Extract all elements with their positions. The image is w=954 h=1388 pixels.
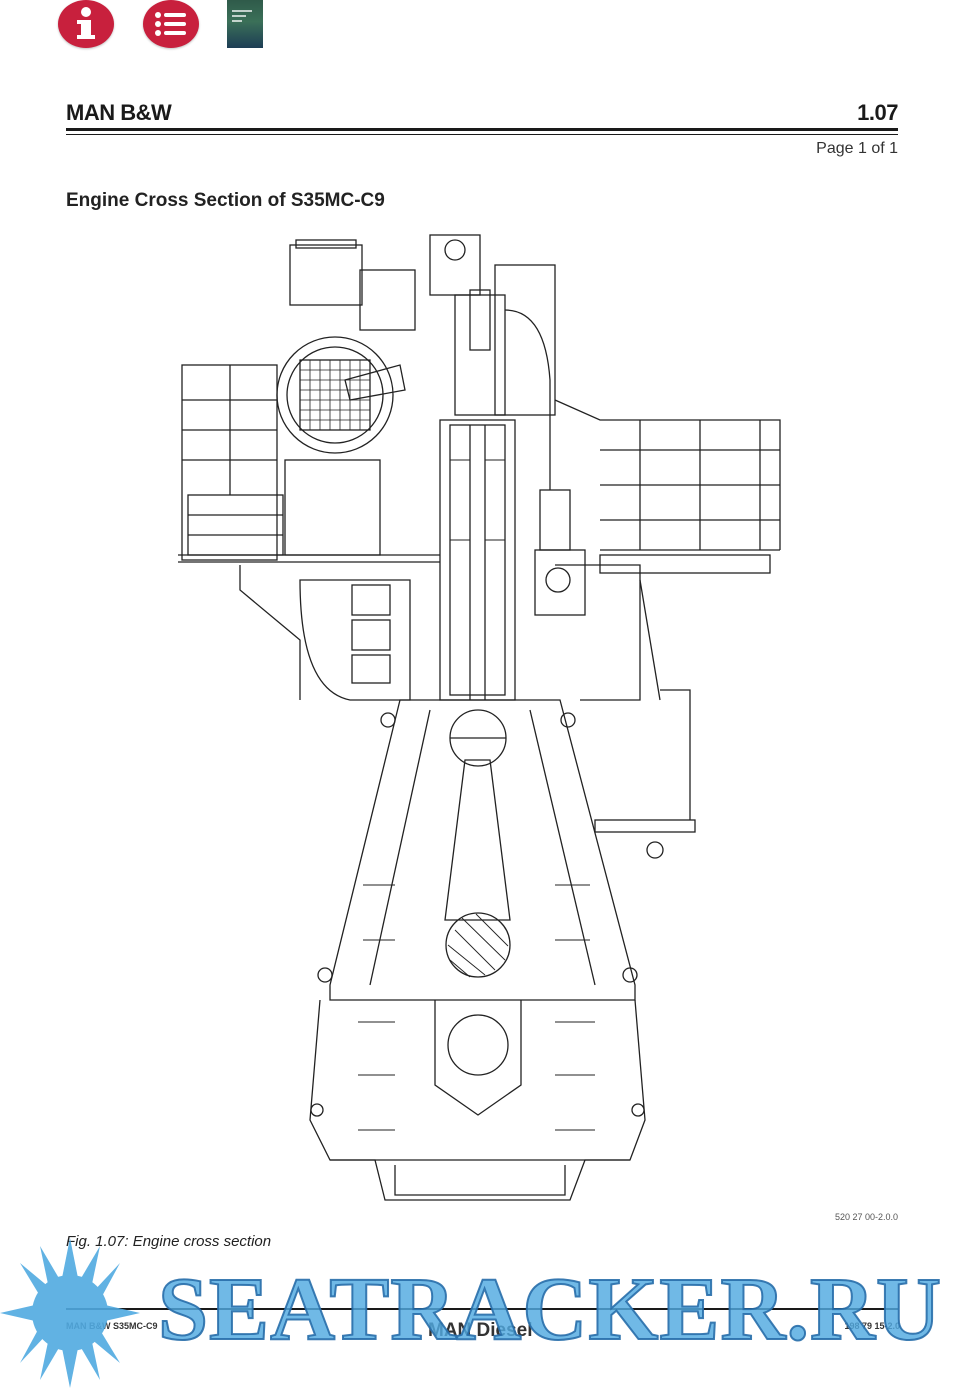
drawing-reference: 520 27 00-2.0.0 bbox=[834, 1212, 898, 1222]
footer-rule bbox=[66, 1308, 898, 1310]
info-icon bbox=[77, 7, 95, 39]
engine-cross-section-drawing bbox=[178, 234, 781, 1201]
info-button[interactable] bbox=[58, 0, 114, 48]
list-icon bbox=[155, 12, 186, 36]
page-title: Engine Cross Section of S35MC-C9 bbox=[66, 190, 385, 211]
section-number: 1.07 bbox=[857, 100, 898, 125]
brand-header: MAN B&W bbox=[66, 100, 172, 125]
page-indicator: Page 1 of 1 bbox=[816, 140, 898, 157]
watermark-text: SEATRACKER.RU bbox=[157, 1259, 942, 1360]
header-rule-thin bbox=[66, 134, 898, 135]
watermark-sun-logo bbox=[0, 1238, 140, 1388]
footer-brand: MAN Diesel bbox=[428, 1320, 533, 1341]
header-rule bbox=[66, 128, 898, 131]
cover-thumbnail[interactable] bbox=[227, 0, 263, 48]
footer-engine-model: MAN B&W S35MC-C9 bbox=[66, 1321, 158, 1331]
figure-caption: Fig. 1.07: Engine cross section bbox=[66, 1233, 272, 1250]
footer-document-number: 198 79 15-2.0 bbox=[844, 1321, 900, 1331]
table-of-contents-button[interactable] bbox=[143, 0, 199, 48]
